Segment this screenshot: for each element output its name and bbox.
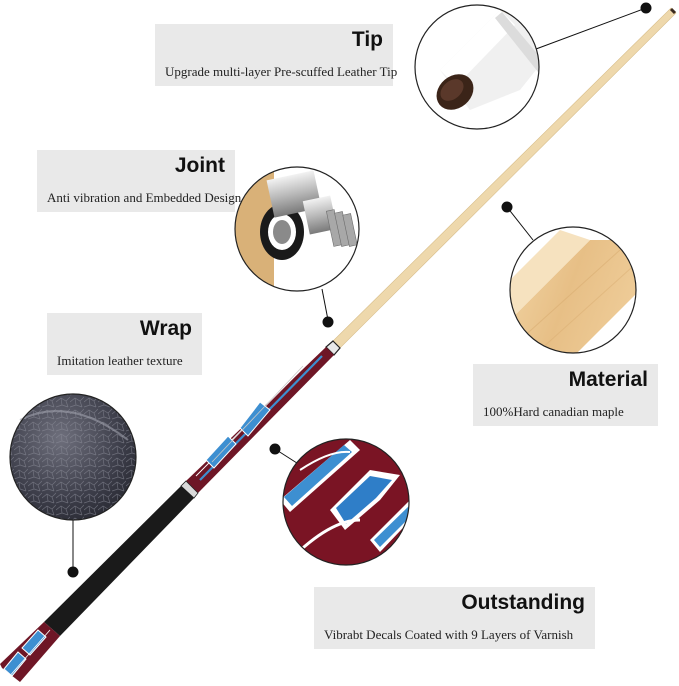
tip-detail-image bbox=[414, 4, 540, 130]
joint-title: Joint bbox=[174, 154, 225, 177]
material-title: Material bbox=[568, 368, 648, 391]
wrap-detail-image bbox=[9, 393, 137, 521]
cue-wrap bbox=[44, 486, 194, 636]
leader-lines bbox=[67, 2, 652, 578]
cue-butt-sleeve bbox=[0, 622, 60, 682]
wrap-description: Imitation leather texture bbox=[57, 353, 183, 368]
material-description: 100%Hard canadian maple bbox=[483, 404, 624, 419]
joint-label-box: Joint Anti vibration and Embedded Design bbox=[37, 150, 241, 212]
joint-description: Anti vibration and Embedded Design bbox=[47, 190, 242, 205]
joint-detail-image bbox=[234, 166, 360, 292]
cue-forearm bbox=[186, 347, 334, 493]
outstanding-title: Outstanding bbox=[461, 591, 585, 614]
tip-label-box: Tip Upgrade multi-layer Pre-scuffed Leat… bbox=[155, 24, 397, 86]
material-label-box: Material 100%Hard canadian maple bbox=[473, 364, 658, 426]
tip-title: Tip bbox=[351, 28, 383, 51]
decal-detail-image bbox=[282, 438, 410, 566]
wrap-title: Wrap bbox=[139, 317, 192, 340]
tip-description: Upgrade multi-layer Pre-scuffed Leather … bbox=[165, 64, 398, 79]
outstanding-label-box: Outstanding Vibrabt Decals Coated with 9… bbox=[314, 587, 595, 649]
wrap-label-box: Wrap Imitation leather texture bbox=[47, 313, 202, 375]
maple-detail-image bbox=[509, 226, 637, 354]
outstanding-description: Vibrabt Decals Coated with 9 Layers of V… bbox=[324, 627, 574, 642]
